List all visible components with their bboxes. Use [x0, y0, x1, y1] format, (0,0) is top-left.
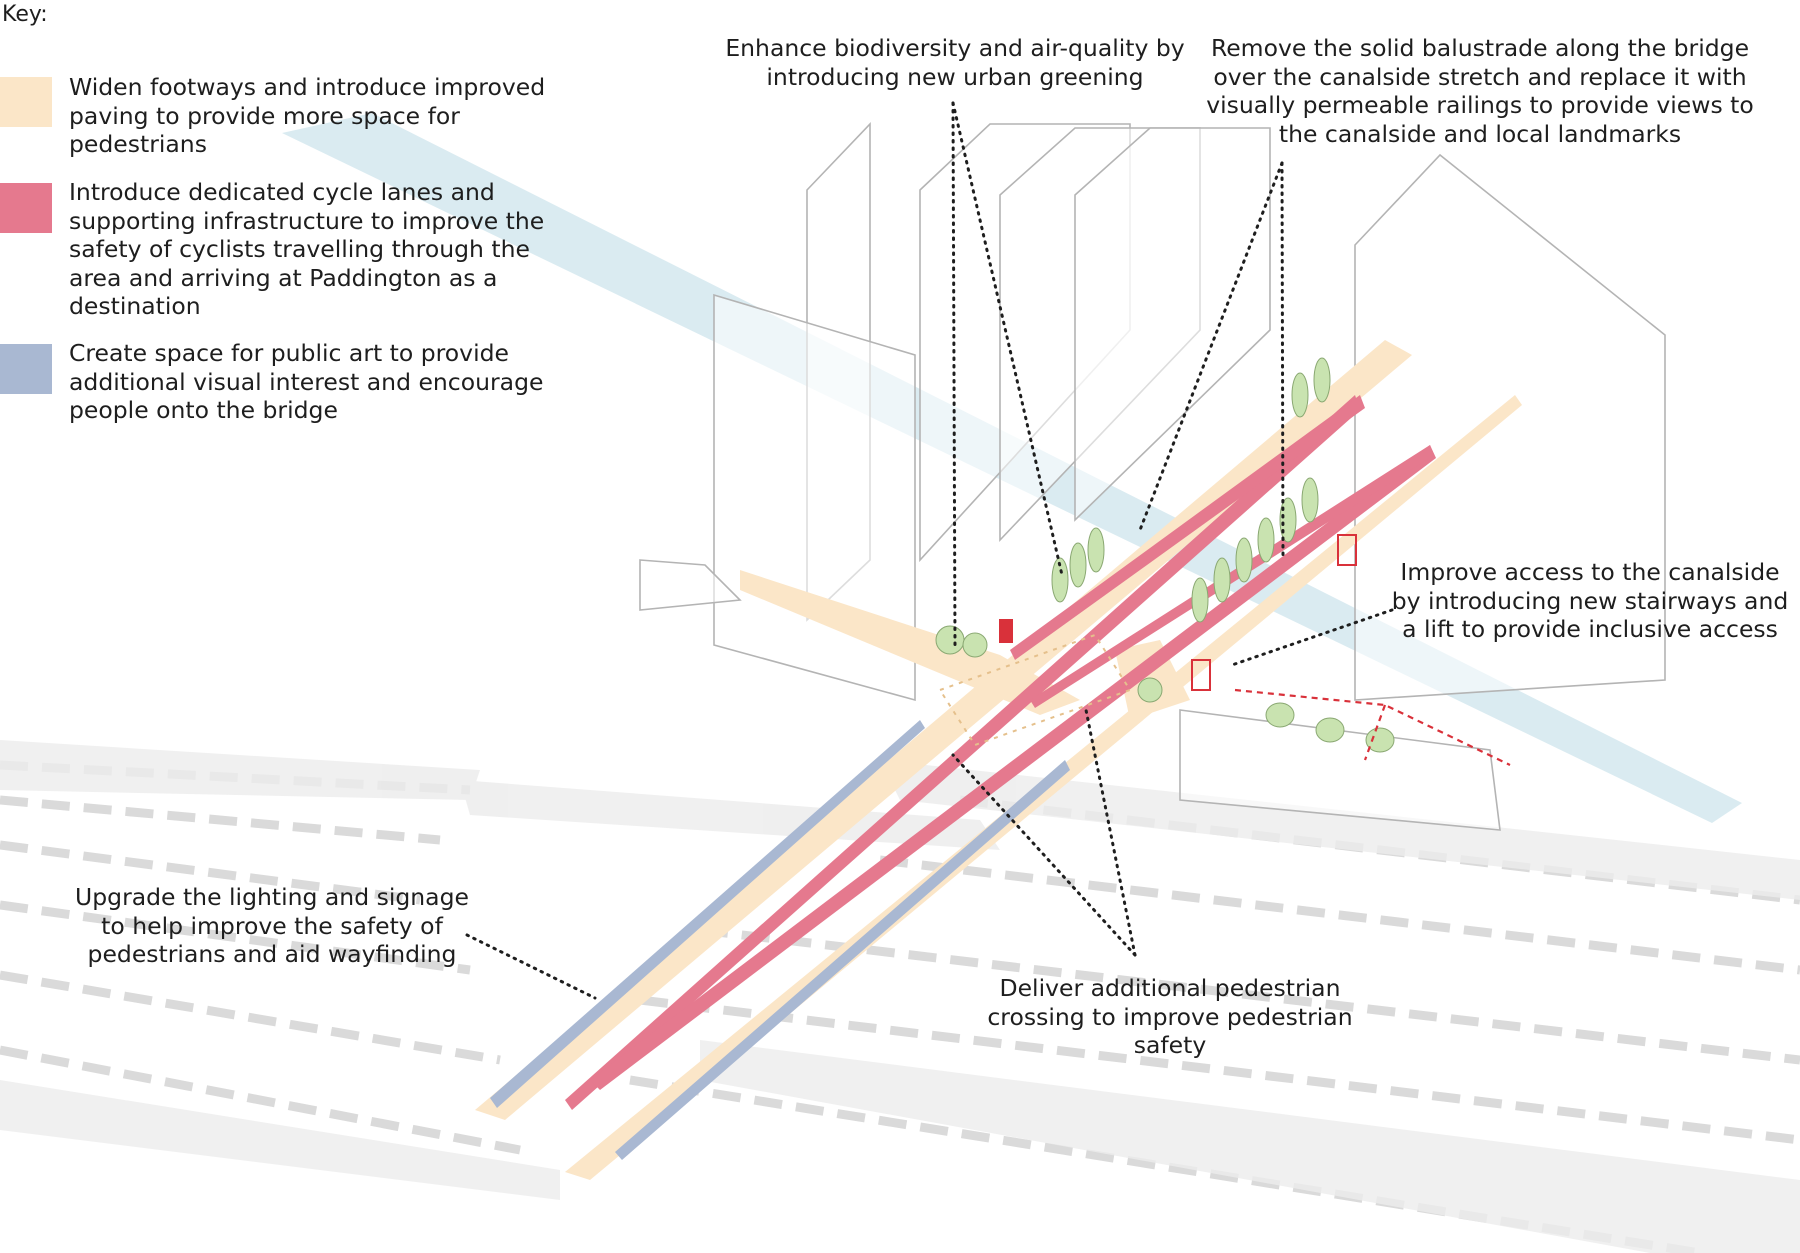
buildings: [639, 122, 1666, 831]
key-item-cycle-lanes: Introduce dedicated cycle lanes and supp…: [69, 178, 545, 320]
footway-swatch: [0, 77, 52, 127]
annotation-canalside-access: Improve access to the canalside by intro…: [1391, 558, 1789, 643]
annotation-urban-greening: Enhance biodiversity and air-quality by …: [725, 34, 1185, 91]
key-title: Key:: [2, 2, 48, 27]
cycle-lanes: [565, 395, 1436, 1110]
trees: [935, 357, 1395, 753]
annotation-lighting: Upgrade the lighting and signage to help…: [75, 883, 469, 968]
key-item-footways: Widen footways and introduce improved pa…: [69, 73, 546, 158]
annotation-balustrade: Remove the solid balustrade along the br…: [1206, 34, 1754, 148]
key-item-public-art: Create space for public art to provide a…: [69, 339, 544, 424]
cycle-lane-swatch: [0, 183, 52, 233]
public-art-swatch: [0, 344, 52, 394]
access-route-arrows: [1234, 688, 1511, 766]
annotation-crossing: Deliver additional pedestrian crossing t…: [987, 974, 1353, 1059]
leader-lines: [465, 101, 1394, 1000]
stairways-and-lift: [999, 534, 1357, 691]
public-art-strips: [490, 720, 1070, 1160]
